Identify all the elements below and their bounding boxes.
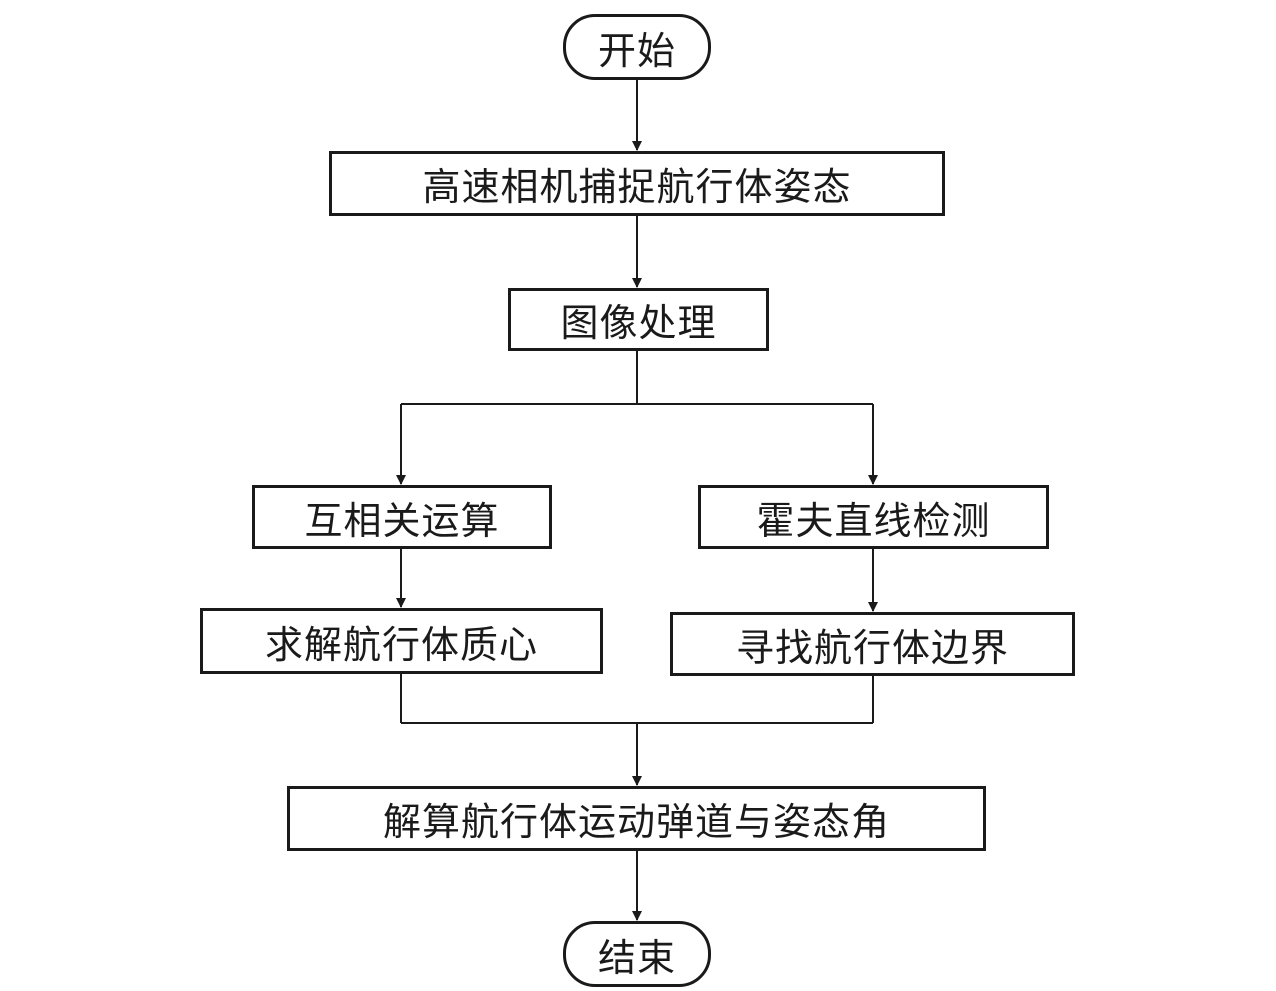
start-label: 开始 — [597, 28, 676, 73]
cross-correlation-label: 互相关运算 — [304, 498, 500, 543]
image-processing-step: 图像处理 — [508, 288, 769, 351]
image-processing-label: 图像处理 — [560, 301, 717, 345]
hough-detection-label: 霍夫直线检测 — [756, 498, 991, 543]
end-node: 结束 — [563, 921, 711, 987]
boundary-label: 寻找航行体边界 — [735, 625, 1009, 670]
cross-correlation-step: 互相关运算 — [252, 485, 552, 549]
end-label: 结束 — [597, 935, 676, 980]
centroid-step: 求解航行体质心 — [200, 608, 603, 674]
centroid-label: 求解航行体质心 — [264, 622, 538, 667]
solve-step: 解算航行体运动弹道与姿态角 — [287, 786, 986, 851]
boundary-step: 寻找航行体边界 — [670, 612, 1075, 676]
solve-label: 解算航行体运动弹道与姿态角 — [382, 800, 890, 844]
capture-step: 高速相机捕捉航行体姿态 — [329, 151, 945, 216]
start-node: 开始 — [563, 14, 711, 80]
hough-detection-step: 霍夫直线检测 — [698, 485, 1049, 549]
capture-label: 高速相机捕捉航行体姿态 — [422, 165, 852, 209]
